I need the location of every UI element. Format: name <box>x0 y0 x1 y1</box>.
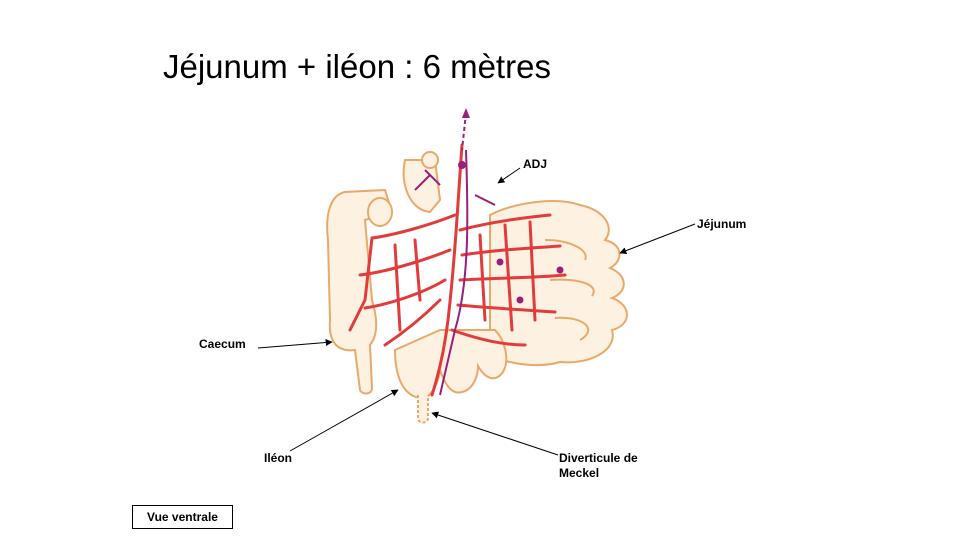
ileon-label: Iléon <box>264 451 293 465</box>
meckel-pointer <box>431 411 559 456</box>
view-label-box: Vue ventrale <box>132 505 233 529</box>
mesenteric-veins <box>414 112 564 396</box>
label-pointers <box>257 167 696 456</box>
meckel-label: Diverticule de Meckel <box>559 451 638 481</box>
jejunum-label: Jéjunum <box>697 217 747 231</box>
colon-shape <box>326 151 442 395</box>
ileon-pointer <box>289 389 399 452</box>
jejunum-loops <box>489 200 628 367</box>
meckel-label-line2: Meckel <box>559 466 600 480</box>
slide-title: Jéjunum + iléon : 6 mètres <box>163 48 551 85</box>
adj-label: ADJ <box>523 157 548 171</box>
adj-pointer <box>497 167 521 184</box>
vessel-up-arrowhead <box>462 108 470 118</box>
caecum-label: Caecum <box>199 337 246 351</box>
meckel-label-line1: Diverticule de <box>559 451 638 465</box>
jejunum-pointer <box>619 223 696 254</box>
ileum-loops <box>393 329 508 424</box>
caecum-pointer <box>257 339 333 349</box>
mesenteric-arteries <box>348 143 567 397</box>
